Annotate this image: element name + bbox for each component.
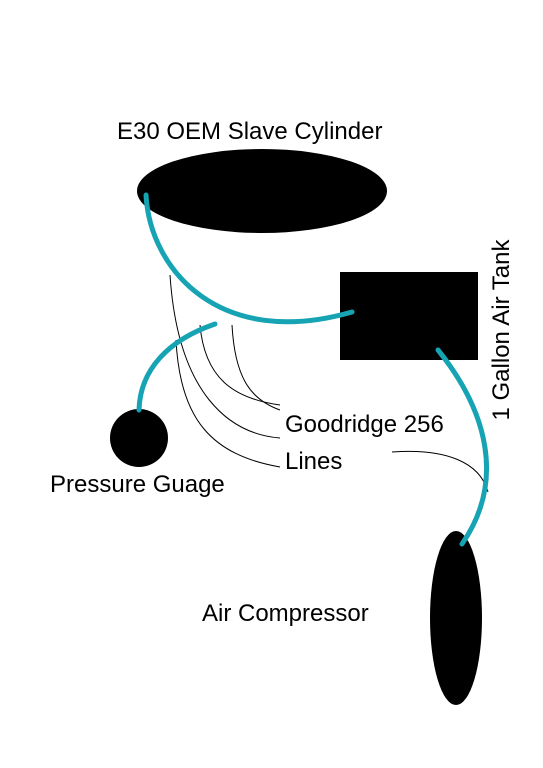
air-compressor-shape <box>430 531 482 705</box>
leader-line-4 <box>231 324 281 411</box>
pressure-gauge-label: Pressure Guage <box>50 471 225 498</box>
slave-cylinder-label: E30 OEM Slave Cylinder <box>117 118 383 145</box>
pressure-gauge-shape <box>110 409 168 467</box>
lines-label-line2: Lines <box>285 448 343 475</box>
lines-label-line1: Goodridge 256 <box>285 411 444 438</box>
slave-cylinder-shape <box>137 149 387 233</box>
leader-line-1 <box>169 274 281 439</box>
air-tank-shape <box>340 272 478 360</box>
leader-line-5 <box>391 450 489 493</box>
hose-cylinder-to-tank <box>143 192 355 325</box>
hose-junction-to-gauge <box>136 321 218 413</box>
hose-tank-to-compressor <box>435 347 489 547</box>
air-tank-label: 1 Gallon Air Tank <box>488 239 515 421</box>
leader-line-2 <box>199 324 281 406</box>
air-compressor-label: Air Compressor <box>202 600 369 627</box>
leader-line-3 <box>175 339 281 468</box>
